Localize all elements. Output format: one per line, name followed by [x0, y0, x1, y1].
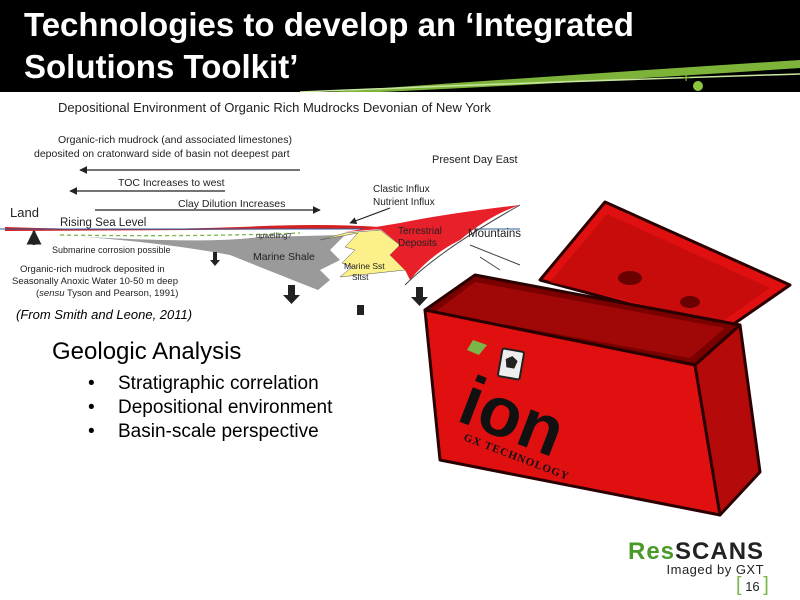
diagram-note-line2: deposited on cratonward side of basin no…	[34, 148, 290, 160]
marine-shale-region	[40, 234, 345, 290]
subsidence-arrows	[210, 252, 428, 315]
down-arrow-icon	[411, 287, 428, 306]
down-arrow-icon	[210, 252, 220, 266]
submarine-corrosion-label: Submarine corrosion possible	[52, 245, 171, 255]
ion-green-accent	[467, 340, 487, 355]
influx-arrow	[349, 207, 391, 225]
bracket-left-icon: [	[736, 574, 742, 596]
green-swoosh-decoration: +	[299, 60, 800, 92]
bracket-right-icon: ]	[763, 574, 769, 596]
diagram-title: Depositional Environment of Organic Rich…	[58, 100, 491, 115]
depositional-diagram: Depositional Environment of Organic Rich…	[0, 100, 521, 315]
deposit-line1: Organic-rich mudrock deposited in	[20, 264, 165, 275]
logo-res: Res	[628, 538, 676, 565]
down-arrow-icon	[352, 305, 369, 315]
deposit-line2: Seasonally Anoxic Water 10-50 m deep	[12, 276, 178, 287]
title-bar: + Technologies to develop an ‘Integrated…	[0, 0, 800, 92]
page-number: [ 16 ]	[736, 574, 769, 597]
rising-sea-level-label: Rising Sea Level	[60, 217, 146, 229]
figure-caption: (From Smith and Leone, 2011)	[16, 307, 193, 322]
resscans-logo: ResSCANS Imaged by GXT	[628, 538, 764, 577]
terrestrial-region	[345, 205, 520, 280]
mountain-lines	[469, 244, 521, 271]
deposit-line3: (sensu Tyson and Pearson, 1991)	[36, 288, 178, 299]
section-heading: Geologic Analysis	[52, 338, 242, 365]
list-item: •Basin-scale perspective	[88, 421, 319, 442]
mountains-label: Mountains	[468, 228, 521, 240]
nutrient-influx-label: Nutrient Influx	[373, 197, 435, 208]
upwelling-label: upwelling?	[256, 231, 291, 240]
toolbox-chest-illustration: ion GX TECHNOLOGY	[423, 200, 792, 517]
sltst-label: Sltst	[352, 272, 369, 282]
terrestrial-label: Terrestrial	[398, 226, 442, 237]
svg-text:+: +	[682, 69, 690, 85]
chest-interior	[435, 282, 725, 358]
marine-shale-label: Marine Shale	[253, 251, 315, 263]
slide-title-line1: Technologies to develop an ‘Integrated	[24, 6, 634, 43]
lid-handle-right	[680, 296, 700, 308]
toc-label: TOC Increases to west	[118, 177, 225, 189]
marine-sst-label: Marine Sst	[344, 261, 385, 271]
analysis-list: •Stratigraphic correlation •Depositional…	[88, 372, 332, 444]
chest-lid-inner	[550, 214, 770, 323]
chest-side	[693, 323, 762, 517]
down-arrow-icon	[283, 285, 300, 304]
slide-title-line2: Solutions Toolkit’	[24, 48, 299, 85]
list-item: •Depositional environment	[88, 397, 333, 418]
marine-sst-region	[319, 229, 406, 278]
deposits-label: Deposits	[398, 238, 437, 249]
logo-imaged-by: Imaged by GXT	[666, 562, 765, 577]
list-item: •Stratigraphic correlation	[88, 373, 319, 394]
logo-scans: SCANS	[675, 538, 765, 565]
land-label: Land	[10, 205, 39, 220]
slide-title: Technologies to develop an ‘Integrated S…	[24, 4, 634, 88]
page-number-value: 16	[745, 579, 760, 594]
diagram-note-line1: Organic-rich mudrock (and associated lim…	[58, 134, 292, 146]
clay-dilution-label: Clay Dilution Increases	[178, 198, 285, 210]
latch-icon	[505, 356, 518, 369]
lid-handle-left	[618, 271, 642, 285]
present-day-east-label: Present Day East	[432, 154, 518, 166]
clastic-influx-label: Clastic Influx	[373, 184, 430, 195]
geologic-analysis-section: Geologic Analysis •Stratigraphic correla…	[52, 338, 332, 444]
basin-outline	[404, 204, 521, 286]
